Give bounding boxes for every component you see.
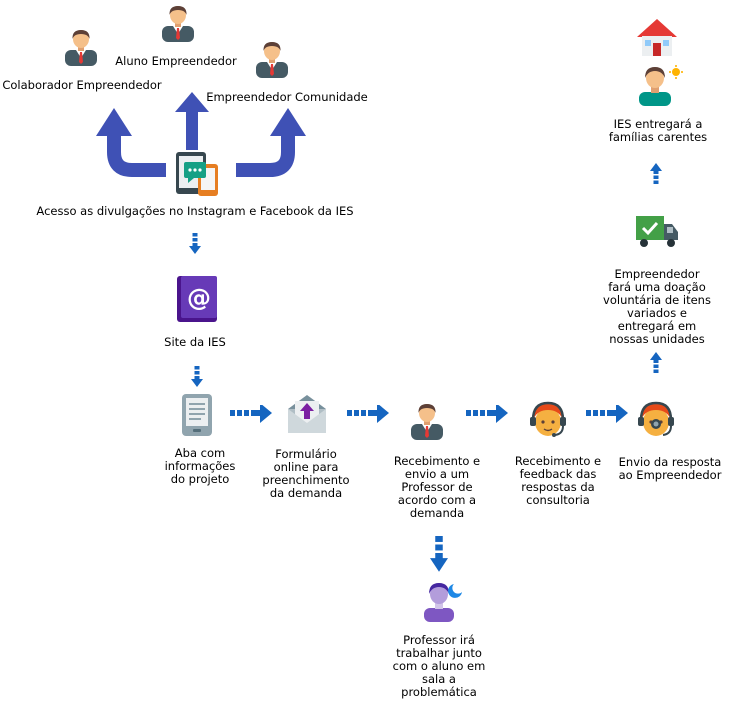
arrow-down-icon bbox=[191, 366, 203, 387]
house-icon bbox=[637, 19, 677, 56]
arrow-right-icon bbox=[586, 405, 628, 423]
businessman-icon bbox=[160, 4, 196, 44]
at-sign-book-icon: @ bbox=[177, 276, 217, 322]
headset-operator-icon bbox=[638, 401, 674, 436]
arrow-up-icon bbox=[175, 92, 209, 150]
aluno-empreendedor-label: Aluno Empreendedor bbox=[115, 54, 237, 68]
night-worker-icon bbox=[424, 583, 462, 622]
acesso-label: Acesso as divulgações no Instagram e Fac… bbox=[36, 204, 354, 218]
arrow-right-icon bbox=[466, 405, 508, 423]
businessman-icon bbox=[63, 28, 99, 68]
arrow-up-right-icon bbox=[236, 108, 306, 177]
arrow-right-icon bbox=[347, 405, 389, 423]
envelope-upload-icon bbox=[288, 395, 326, 433]
empreendedor-comunidade-label: Empreendedor Comunidade bbox=[206, 90, 368, 104]
person-sun-icon bbox=[639, 65, 683, 106]
ereader-icon bbox=[182, 394, 212, 436]
arrow-down-icon bbox=[430, 536, 448, 572]
delivery-truck-icon bbox=[636, 216, 678, 247]
headset-operator-icon bbox=[528, 401, 568, 439]
businessman-icon bbox=[254, 40, 290, 80]
businessman-icon bbox=[409, 402, 445, 442]
arrow-up-left-icon bbox=[96, 108, 166, 177]
site-label: Site da IES bbox=[164, 335, 226, 349]
svg-text:@: @ bbox=[187, 284, 211, 312]
arrow-down-icon bbox=[189, 233, 201, 254]
arrow-up-icon bbox=[650, 163, 662, 184]
tablet-chat-icon bbox=[176, 152, 218, 196]
colaborador-empreendedor-label: Colaborador Empreendedor bbox=[2, 78, 162, 92]
arrow-right-icon bbox=[230, 405, 272, 423]
arrow-up-icon bbox=[650, 352, 662, 373]
